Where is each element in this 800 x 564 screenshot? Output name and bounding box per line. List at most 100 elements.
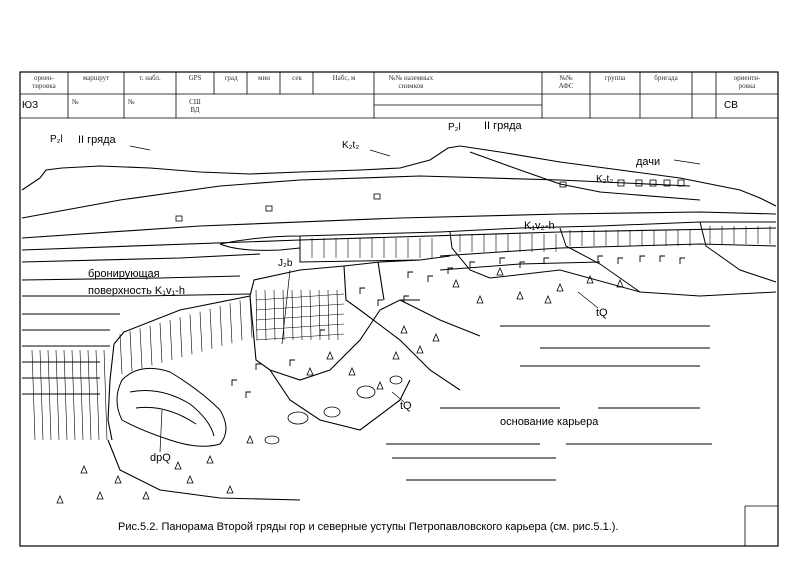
gamma-symbol	[469, 261, 475, 268]
talus-triangle	[452, 278, 460, 288]
gamma-symbol	[639, 255, 645, 262]
hatch-line	[255, 313, 345, 321]
label-j2b: J₂b	[278, 258, 293, 269]
label-quarry-base: основание карьера	[500, 416, 599, 428]
talus-triangle	[400, 324, 408, 334]
talus-triangle	[586, 274, 594, 284]
header-route-no: №	[72, 98, 79, 106]
label-k2t2-right: K₂t₂	[596, 174, 614, 185]
hatch-line	[255, 289, 258, 341]
gamma-symbol	[543, 257, 549, 264]
gamma-symbol	[403, 295, 409, 302]
talus-triangle	[496, 266, 504, 276]
page-frame	[19, 71, 779, 547]
gamma-symbols	[231, 255, 685, 398]
hatch-line	[309, 289, 312, 341]
label-ridge-left: II гряда	[78, 134, 116, 146]
ridge-skyline	[21, 145, 777, 395]
header-orient-left: ориен- тировка	[32, 74, 56, 90]
hatch-line	[31, 349, 36, 441]
dachi-houses	[175, 179, 685, 222]
hatch-line	[159, 322, 163, 363]
hatch-line	[291, 289, 294, 341]
figure-caption: Рис.5.2. Панорама Второй гряды гор и сев…	[118, 521, 619, 533]
gamma-symbol	[231, 379, 237, 386]
header-sec: сек	[292, 74, 302, 82]
quarry-base-lines	[386, 325, 712, 481]
hatch-line	[219, 305, 223, 347]
talus-triangle	[56, 494, 64, 504]
gamma-symbol	[597, 255, 603, 262]
gamma-symbol	[359, 287, 365, 294]
talus-triangle	[96, 490, 104, 500]
label-p2l-left: P₂l	[50, 134, 63, 145]
label-armor-1: бронирующая	[88, 268, 160, 280]
header-point-no: №	[128, 98, 135, 106]
hatch-line	[239, 300, 243, 341]
label-ridge-right: II гряда	[484, 120, 522, 132]
hatch-line	[229, 303, 233, 344]
debris-block	[116, 367, 227, 447]
label-k1v2h: K₁v₂-h	[524, 220, 555, 232]
label-dachi: дачи	[636, 156, 661, 168]
hatch-line	[255, 333, 345, 341]
hatch-line	[336, 289, 339, 341]
hatch-line	[273, 289, 276, 341]
talus-triangle	[306, 366, 314, 376]
direction-left: ЮЗ	[22, 100, 39, 111]
header-deg: град	[224, 74, 238, 82]
gamma-symbol	[377, 299, 383, 306]
talus-triangle	[516, 290, 524, 300]
header-brigade: бригада	[654, 74, 678, 82]
hatch-line	[149, 325, 153, 366]
talus-triangle	[376, 380, 384, 390]
talus-triangles	[56, 266, 624, 504]
label-p2l-right: P₂l	[448, 122, 461, 133]
quarry-wall	[107, 259, 481, 501]
header-min: мин	[258, 74, 270, 82]
talus-triangle	[326, 350, 334, 360]
hatch-line	[119, 333, 123, 375]
direction-right: СВ	[724, 100, 738, 111]
hatch-line	[264, 289, 267, 341]
hatch-line	[199, 311, 203, 352]
talus-triangle	[348, 366, 356, 376]
hatch-line	[63, 349, 68, 441]
talus-triangle	[186, 474, 194, 484]
label-tq-upper: tQ	[596, 307, 608, 319]
hatch-line	[189, 314, 193, 355]
hatch-line	[300, 289, 303, 341]
hatch-line	[71, 349, 76, 441]
talus-triangle	[206, 454, 214, 464]
hatch-line	[169, 319, 173, 361]
hatch-line	[79, 349, 84, 441]
talus-triangle	[476, 294, 484, 304]
gamma-symbol	[519, 261, 525, 268]
talus-triangle	[556, 282, 564, 292]
hatch-line	[95, 349, 100, 441]
hatch-line	[103, 349, 108, 441]
gamma-symbol	[447, 267, 453, 274]
header-orient-right: ориенти- ровка	[733, 74, 761, 90]
label-tq-lower: tQ	[400, 400, 412, 412]
header-ground-photos: №№ наземных снимков	[388, 74, 434, 90]
hatch-line	[255, 303, 345, 311]
hatch-line	[129, 331, 133, 372]
talus-triangle	[616, 278, 624, 288]
talus-triangle	[114, 474, 122, 484]
header-obs-point: т. набл.	[139, 74, 161, 82]
header-table-lines	[20, 72, 778, 546]
label-dpq: dpQ	[150, 452, 171, 464]
hatch-line	[255, 293, 345, 301]
header-gps: GPS	[188, 74, 202, 82]
talus-triangle	[142, 490, 150, 500]
talus-triangle	[392, 350, 400, 360]
gamma-symbol	[659, 255, 665, 262]
gamma-symbol	[289, 359, 295, 366]
header-afs: №№ АФС	[558, 74, 574, 90]
header-group: группа	[604, 74, 626, 82]
gamma-symbol	[319, 329, 325, 336]
header-gps-sub: СШ ВД	[189, 98, 201, 114]
talus-triangle	[226, 484, 234, 494]
